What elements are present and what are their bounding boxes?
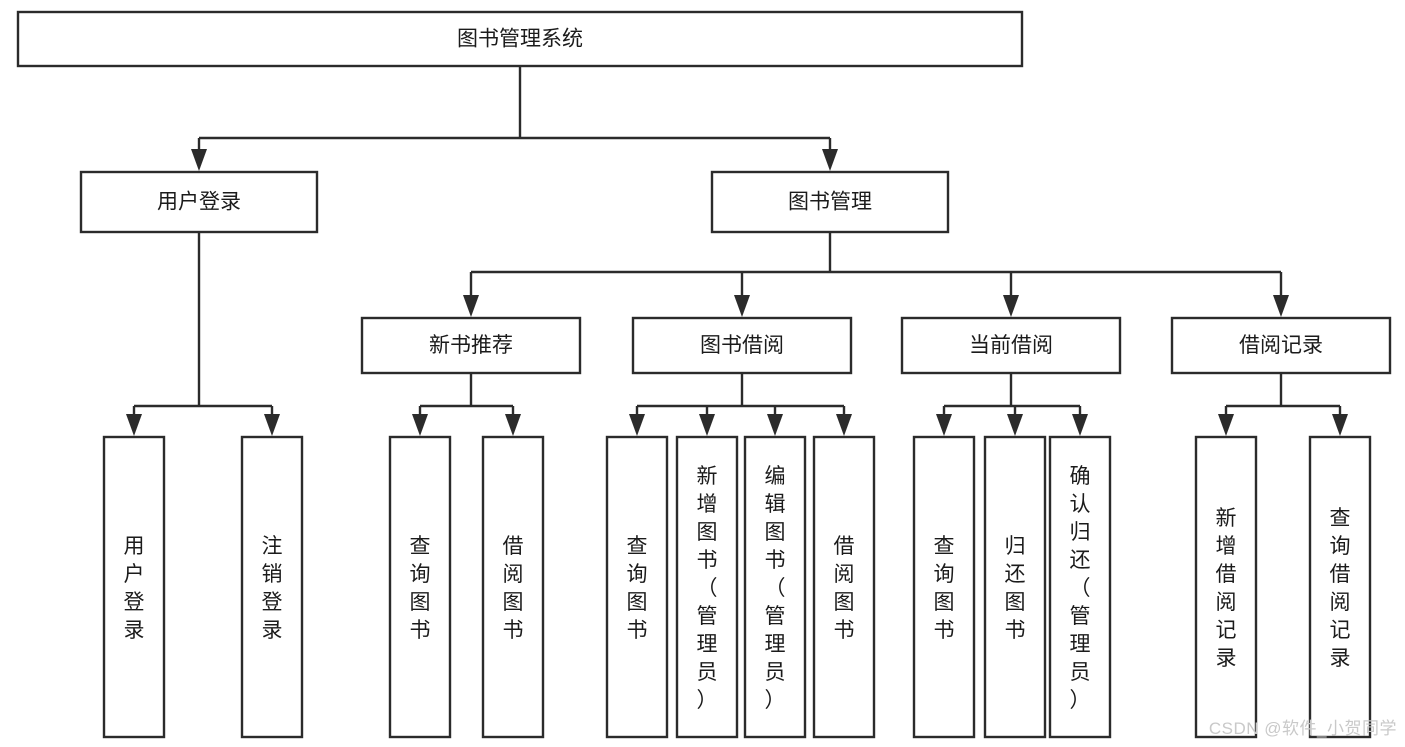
node-box <box>605 435 669 739</box>
node-label: 查询图书 <box>627 535 648 642</box>
node-leaf-logout[interactable]: 注销登录 <box>240 435 304 739</box>
node-label: 借阅记录 <box>1239 334 1323 357</box>
edge-arrowhead <box>1072 414 1088 436</box>
node-box <box>481 435 545 739</box>
edge-arrowhead <box>822 149 838 171</box>
node-new-book-rec[interactable]: 新书推荐 <box>360 316 582 375</box>
node-leaf-borrow-book-2[interactable]: 借阅图书 <box>812 435 876 739</box>
edge-arrowhead <box>699 414 715 436</box>
edge-arrowhead <box>264 414 280 436</box>
node-box <box>1194 435 1258 739</box>
node-book-borrow[interactable]: 图书借阅 <box>631 316 853 375</box>
node-leaf-user-login[interactable]: 用户登录 <box>102 435 166 739</box>
node-box <box>79 170 319 234</box>
node-label: 注销登录 <box>262 535 283 642</box>
node-box <box>240 435 304 739</box>
node-leaf-add-book[interactable]: 新增图书（管理员） <box>675 435 739 739</box>
edge-arrowhead <box>191 149 207 171</box>
node-leaf-query-record[interactable]: 查询借阅记录 <box>1308 435 1372 739</box>
node-label: 图书管理 <box>788 191 872 214</box>
node-box <box>388 435 452 739</box>
node-label: 当前借阅 <box>969 334 1053 357</box>
edge-arrowhead <box>734 295 750 317</box>
node-box <box>983 435 1047 739</box>
node-label: 查询借阅记录 <box>1330 507 1351 670</box>
node-box <box>912 435 976 739</box>
node-label: 新增图书（管理员） <box>697 465 718 712</box>
node-leaf-confirm-return[interactable]: 确认归还（管理员） <box>1048 435 1112 739</box>
node-box <box>675 435 739 739</box>
node-current-borrow[interactable]: 当前借阅 <box>900 316 1122 375</box>
node-label: 编辑图书（管理员） <box>765 465 786 712</box>
node-label: 借阅图书 <box>503 535 524 642</box>
node-label: 借阅图书 <box>834 535 855 642</box>
node-leaf-query-book-2[interactable]: 查询图书 <box>605 435 669 739</box>
edge-arrowhead <box>412 414 428 436</box>
edge-arrowhead <box>463 295 479 317</box>
edge-arrowhead <box>936 414 952 436</box>
node-root[interactable]: 图书管理系统 <box>16 10 1024 68</box>
node-box <box>900 316 1122 375</box>
node-label: 用户登录 <box>124 535 145 642</box>
node-leaf-edit-book[interactable]: 编辑图书（管理员） <box>743 435 807 739</box>
node-borrow-record[interactable]: 借阅记录 <box>1170 316 1392 375</box>
edge-arrowhead <box>1273 295 1289 317</box>
node-label: 图书管理系统 <box>457 28 583 51</box>
node-label: 确认归还（管理员） <box>1070 465 1091 712</box>
edge-arrowhead <box>1332 414 1348 436</box>
node-leaf-query-book-3[interactable]: 查询图书 <box>912 435 976 739</box>
node-label: 查询图书 <box>934 535 955 642</box>
node-box <box>360 316 582 375</box>
node-box <box>1170 316 1392 375</box>
nodes-layer: 图书管理系统用户登录图书管理新书推荐图书借阅当前借阅借阅记录用户登录注销登录查询… <box>16 10 1392 739</box>
edge-arrowhead <box>505 414 521 436</box>
edges-layer <box>126 66 1348 436</box>
node-leaf-borrow-book-1[interactable]: 借阅图书 <box>481 435 545 739</box>
node-box <box>631 316 853 375</box>
node-user-login[interactable]: 用户登录 <box>79 170 319 234</box>
node-label: 归还图书 <box>1005 535 1026 642</box>
node-label: 查询图书 <box>410 535 431 642</box>
edge-arrowhead <box>1007 414 1023 436</box>
node-book-manage[interactable]: 图书管理 <box>710 170 950 234</box>
node-box <box>1308 435 1372 739</box>
edge-arrowhead <box>767 414 783 436</box>
node-box <box>102 435 166 739</box>
node-box <box>743 435 807 739</box>
node-label: 图书借阅 <box>700 334 784 357</box>
edge-arrowhead <box>1218 414 1234 436</box>
node-label: 新书推荐 <box>429 334 513 357</box>
node-label: 用户登录 <box>157 191 241 214</box>
node-box <box>16 10 1024 68</box>
node-box <box>710 170 950 234</box>
node-leaf-add-record[interactable]: 新增借阅记录 <box>1194 435 1258 739</box>
node-box <box>1048 435 1112 739</box>
node-leaf-query-book-1[interactable]: 查询图书 <box>388 435 452 739</box>
node-label: 新增借阅记录 <box>1216 507 1237 670</box>
edge-arrowhead <box>1003 295 1019 317</box>
edge-arrowhead <box>836 414 852 436</box>
edge-arrowhead <box>126 414 142 436</box>
edge-arrowhead <box>629 414 645 436</box>
node-box <box>812 435 876 739</box>
node-leaf-return-book[interactable]: 归还图书 <box>983 435 1047 739</box>
